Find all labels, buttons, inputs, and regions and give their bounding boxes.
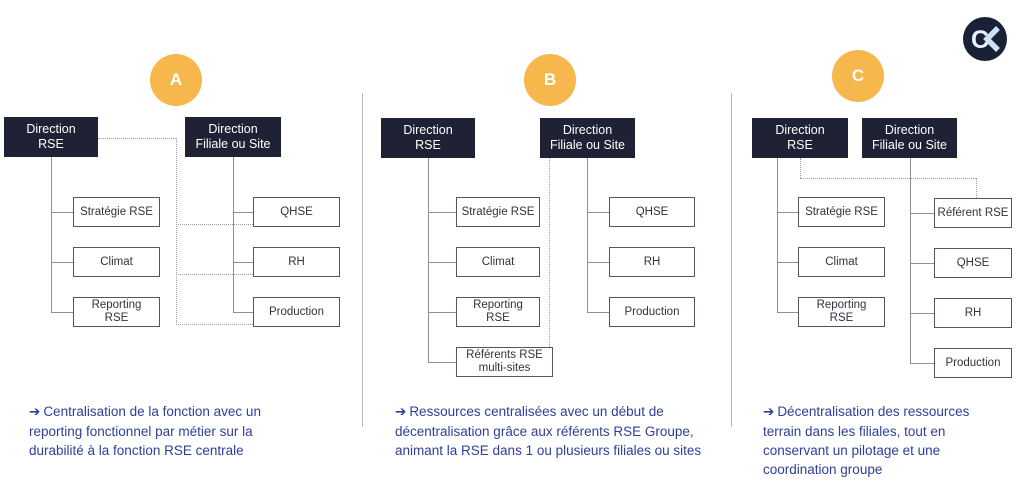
panel-c-direction-filiale-box: Direction Filiale ou Site (862, 118, 957, 158)
connector-line (587, 262, 609, 263)
panel-a-qhse-box: QHSE (253, 197, 340, 227)
panel-c-rh-box: RH (934, 298, 1012, 328)
dotted-connector (800, 158, 801, 178)
column-separator (731, 93, 732, 427)
panel-c-strategie-box: Stratégie RSE (798, 197, 885, 227)
panel-b-production-box: Production (609, 297, 695, 327)
connector-line (428, 312, 456, 313)
connector-line (428, 362, 456, 363)
panel-c-climat-box: Climat (798, 247, 885, 277)
arrow-icon: ➔ (395, 404, 407, 420)
dotted-connector (976, 178, 977, 198)
connector-line (777, 262, 798, 263)
connector-line (51, 157, 52, 312)
arrow-icon: ➔ (29, 404, 41, 420)
connector-line (428, 158, 429, 362)
panel-c-description-text: Décentralisation des ressources terrain … (763, 404, 970, 477)
svg-text:C: C (971, 26, 989, 54)
panel-a-climat-box: Climat (73, 247, 160, 277)
panel-a-letter: A (169, 70, 183, 89)
dotted-connector (800, 178, 976, 179)
connector-line (910, 158, 911, 363)
connector-line (910, 313, 934, 314)
connector-line (910, 213, 934, 214)
panel-a-production-box: Production (253, 297, 340, 327)
panel-a-strategie-box: Stratégie RSE (73, 197, 160, 227)
panel-b-description: ➔Ressources centralisées avec un début d… (395, 402, 727, 460)
panel-b-direction-filiale-box: Direction Filiale ou Site (540, 118, 635, 158)
panel-a-badge: A (150, 54, 202, 106)
panel-b-climat-box: Climat (456, 247, 540, 277)
connector-line (51, 262, 73, 263)
panel-c-description: ➔Décentralisation des ressources terrain… (763, 402, 1003, 479)
connector-line (587, 212, 609, 213)
column-separator (362, 93, 363, 427)
panel-a-direction-filiale-box: Direction Filiale ou Site (185, 117, 281, 157)
connector-line (51, 212, 73, 213)
panel-c-production-box: Production (934, 348, 1012, 378)
panel-b-reporting-box: Reporting RSE (456, 297, 540, 327)
connector-line (587, 312, 609, 313)
panel-b-rh-box: RH (609, 247, 695, 277)
dotted-connector (176, 324, 253, 325)
connector-line (233, 262, 253, 263)
panel-b-letter: B (543, 70, 557, 89)
panel-a-rh-box: RH (253, 247, 340, 277)
dotted-connector (176, 138, 177, 325)
panel-a-reporting-box: Reporting RSE (73, 297, 160, 327)
connector-line (587, 158, 588, 312)
dotted-connector (98, 138, 176, 139)
panel-b-qhse-box: QHSE (609, 197, 695, 227)
connector-line (777, 158, 778, 312)
connector-line (233, 157, 234, 312)
connector-line (233, 312, 253, 313)
dotted-connector (176, 224, 253, 225)
panel-b-description-text: Ressources centralisées avec un début de… (395, 404, 702, 458)
connector-line (428, 212, 456, 213)
panel-b-direction-rse-box: Direction RSE (381, 118, 475, 158)
panel-c-badge: C (832, 50, 884, 102)
panel-c-letter: C (851, 66, 865, 85)
panel-c-direction-rse-box: Direction RSE (752, 118, 848, 158)
connector-line (910, 263, 934, 264)
connector-line (777, 212, 798, 213)
connector-line (428, 262, 456, 263)
connector-line (233, 212, 253, 213)
connector-line (910, 363, 934, 364)
connector-line (51, 312, 73, 313)
panel-c-referent-box: Référent RSE (934, 198, 1012, 228)
arrow-icon: ➔ (763, 404, 775, 420)
connector-line (777, 312, 798, 313)
dotted-connector (176, 274, 253, 275)
ck-logo-icon: C (963, 17, 1007, 61)
panel-a-description: ➔Centralisation de la fonction avec un r… (29, 402, 301, 460)
panel-b-strategie-box: Stratégie RSE (456, 197, 540, 227)
panel-a-description-text: Centralisation de la fonction avec un re… (29, 404, 261, 458)
panel-b-referents-box: Référents RSE multi-sites (456, 347, 553, 377)
panel-c-reporting-box: Reporting RSE (798, 297, 885, 327)
panel-a-direction-rse-box: Direction RSE (4, 117, 98, 157)
panel-b-badge: B (524, 54, 576, 106)
panel-c-qhse-box: QHSE (934, 248, 1012, 278)
ck-logo: C (963, 17, 1007, 61)
dotted-connector (549, 158, 550, 347)
